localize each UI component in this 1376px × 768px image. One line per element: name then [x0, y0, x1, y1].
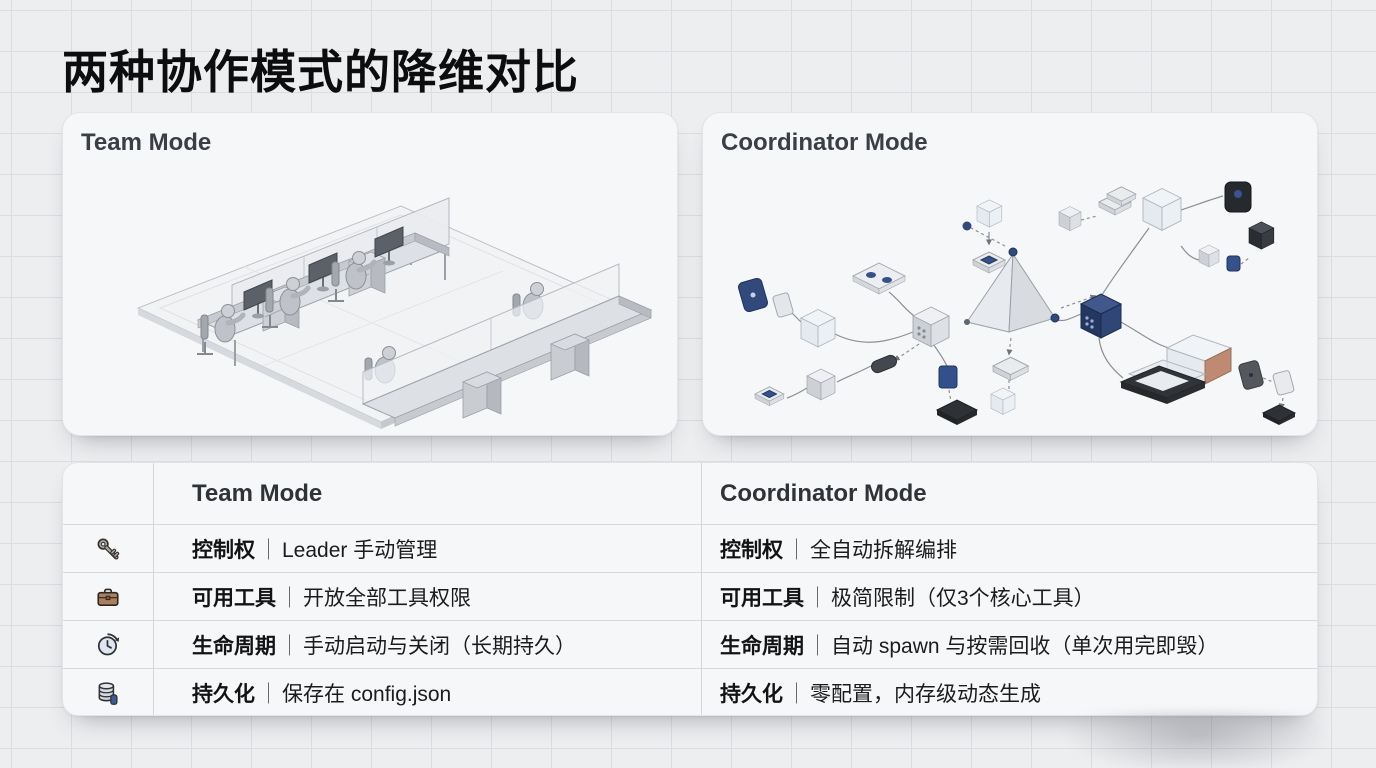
team-mode-illustration [136, 197, 653, 429]
table-row-tools: 可用工具｜开放全部工具权限 可用工具｜极简限制（仅3个核心工具） [63, 572, 1317, 620]
table-header-coordinator: Coordinator Mode [701, 463, 1317, 524]
tools-team-cell: 可用工具｜开放全部工具权限 [153, 573, 701, 620]
database-icon [63, 669, 153, 715]
table-header-team: Team Mode [153, 463, 701, 524]
row-value: 极简限制（仅3个核心工具） [831, 586, 1095, 610]
row-label: 控制权 [192, 538, 255, 562]
row-value: Leader 手动管理 [282, 538, 438, 562]
separator: ｜ [258, 538, 279, 562]
table-row-lifecycle: 生命周期｜手动启动与关闭（长期持久） 生命周期｜自动 spawn 与按需回收（单… [63, 620, 1317, 668]
briefcase-icon [63, 573, 153, 620]
persistence-coordinator-cell: 持久化｜零配置，内存级动态生成 [701, 669, 1317, 715]
row-value: 手动启动与关闭（长期持久） [303, 634, 576, 658]
tools-coordinator-cell: 可用工具｜极简限制（仅3个核心工具） [701, 573, 1317, 620]
team-mode-card: Team Mode [62, 112, 678, 436]
row-label: 持久化 [720, 682, 783, 706]
control-team-cell: 控制权｜Leader 手动管理 [153, 525, 701, 572]
row-value: 全自动拆解编排 [810, 538, 957, 562]
row-label: 持久化 [192, 682, 255, 706]
team-mode-card-title: Team Mode [81, 129, 212, 156]
row-value: 零配置，内存级动态生成 [810, 682, 1041, 706]
separator: ｜ [279, 586, 300, 610]
watermark-smudge [1058, 712, 1368, 768]
separator: ｜ [807, 634, 828, 658]
separator: ｜ [258, 682, 279, 706]
row-label: 可用工具 [720, 586, 804, 610]
persistence-team-cell: 持久化｜保存在 config.json [153, 669, 701, 715]
lifecycle-team-cell: 生命周期｜手动启动与关闭（长期持久） [153, 621, 701, 668]
row-label: 可用工具 [192, 586, 276, 610]
row-label: 生命周期 [720, 634, 804, 658]
clock-icon [63, 621, 153, 668]
separator: ｜ [279, 634, 300, 658]
control-coordinator-cell: 控制权｜全自动拆解编排 [701, 525, 1317, 572]
coordinator-mode-card-title: Coordinator Mode [721, 129, 928, 156]
page-title: 两种协作模式的降维对比 [62, 46, 579, 98]
lifecycle-coordinator-cell: 生命周期｜自动 spawn 与按需回收（单次用完即毁） [701, 621, 1317, 668]
row-value: 自动 spawn 与按需回收（单次用完即毁） [831, 634, 1219, 658]
table-header-icon-spacer [63, 463, 153, 524]
table-header-row: Team Mode Coordinator Mode [63, 463, 1317, 524]
row-label: 控制权 [720, 538, 783, 562]
coordinator-mode-card: Coordinator Mode [702, 112, 1318, 436]
row-value: 保存在 config.json [282, 682, 452, 706]
comparison-table: Team Mode Coordinator Mode 控制权｜Leader 手动… [62, 462, 1318, 716]
table-row-control: 控制权｜Leader 手动管理 控制权｜全自动拆解编排 [63, 524, 1317, 572]
row-value: 开放全部工具权限 [303, 586, 471, 610]
table-row-persistence: 持久化｜保存在 config.json 持久化｜零配置，内存级动态生成 [63, 668, 1317, 715]
separator: ｜ [807, 586, 828, 610]
separator: ｜ [786, 538, 807, 562]
coordinator-mode-illustration [738, 181, 1297, 425]
row-label: 生命周期 [192, 634, 276, 658]
separator: ｜ [786, 682, 807, 706]
key-icon [63, 525, 153, 572]
